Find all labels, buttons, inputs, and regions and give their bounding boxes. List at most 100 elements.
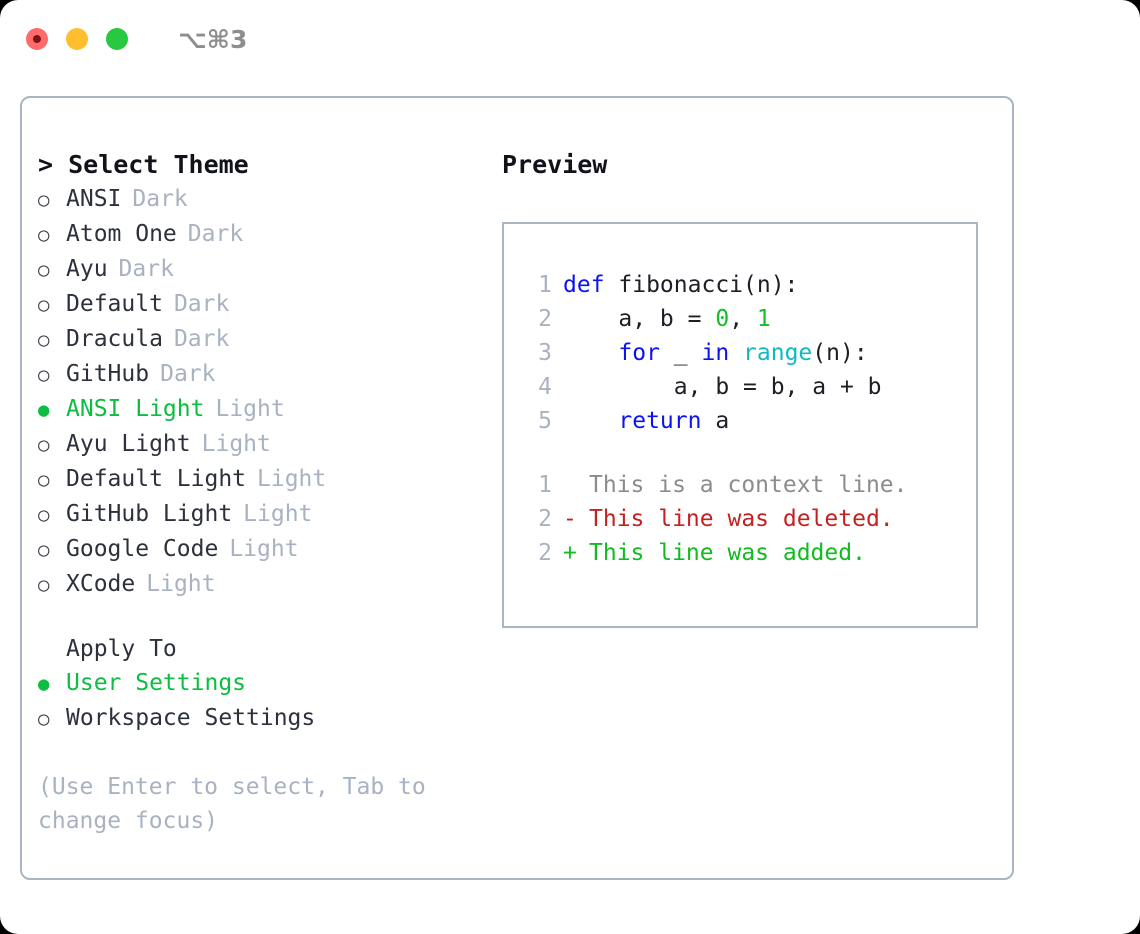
code-diff-separator bbox=[520, 438, 976, 468]
theme-option[interactable]: ○ Atom One Dark bbox=[38, 217, 487, 252]
theme-option-name: Ayu Light bbox=[66, 431, 191, 457]
theme-option-name: Dracula bbox=[66, 326, 163, 352]
code-token-pl bbox=[563, 340, 618, 366]
diff-line-text: This line was deleted. bbox=[589, 506, 894, 532]
radio-unselected-icon: ○ bbox=[38, 294, 50, 316]
theme-option-category: Light bbox=[229, 536, 299, 562]
diff-marker: - bbox=[563, 506, 577, 532]
radio-unselected-icon: ○ bbox=[38, 539, 50, 561]
theme-option-category: Light bbox=[215, 396, 285, 422]
theme-option-name: GitHub Light bbox=[66, 501, 233, 527]
radio-unselected-icon: ○ bbox=[38, 259, 50, 281]
radio-unselected-icon: ○ bbox=[38, 224, 50, 246]
select-theme-header: > Select Theme bbox=[38, 150, 249, 179]
code-token-kw: def bbox=[563, 272, 605, 298]
theme-option-name: GitHub bbox=[66, 361, 150, 387]
apply-to-option[interactable]: ● User Settings bbox=[38, 666, 487, 701]
code-line-number: 2 bbox=[538, 306, 552, 332]
title-bar: ⌥⌘3 bbox=[0, 0, 1140, 78]
code-line-text: a, b = 0, 1 bbox=[563, 302, 771, 336]
code-token-num: 1 bbox=[756, 306, 771, 332]
diff-line: 2+This line was added. bbox=[520, 536, 976, 570]
code-token-pl: _ bbox=[659, 340, 702, 366]
code-line-text: a, b = b, a + b bbox=[563, 370, 882, 404]
zoom-button[interactable] bbox=[106, 28, 128, 50]
theme-option-name: Ayu bbox=[66, 256, 108, 282]
radio-unselected-icon: ○ bbox=[38, 469, 50, 491]
diff-line: 1 This is a context line. bbox=[520, 468, 976, 502]
radio-unselected-icon: ○ bbox=[38, 504, 50, 526]
apply-to-list: ● User Settings ○ Workspace Settings bbox=[38, 666, 487, 736]
code-line: 3 for _ in range(n): bbox=[520, 336, 976, 370]
diff-line: 2-This line was deleted. bbox=[520, 502, 976, 536]
theme-option-category: Light bbox=[146, 571, 216, 597]
theme-option[interactable]: ○ GitHub Light Light bbox=[38, 497, 487, 532]
theme-option[interactable]: ○ GitHub Dark bbox=[38, 357, 487, 392]
radio-unselected-icon: ○ bbox=[38, 189, 50, 211]
code-token-kw: for bbox=[618, 340, 660, 366]
close-button[interactable] bbox=[26, 28, 48, 50]
code-token-kw: return bbox=[618, 408, 702, 434]
window-controls bbox=[26, 28, 128, 50]
diff-line-number: 1 bbox=[538, 472, 552, 498]
code-line-text: for _ in range(n): bbox=[563, 336, 867, 370]
code-line: 2 a, b = 0, 1 bbox=[520, 302, 976, 336]
theme-option-category: Dark bbox=[173, 291, 230, 317]
radio-unselected-icon: ○ bbox=[38, 574, 50, 596]
code-line-number: 1 bbox=[538, 272, 552, 298]
code-token-pl: a, b = b, a + b bbox=[563, 374, 882, 400]
code-token-pl bbox=[563, 408, 618, 434]
diff-line-number: 2 bbox=[538, 506, 552, 532]
keyboard-hint-text: (Use Enter to select, Tab to change focu… bbox=[38, 774, 426, 834]
code-token-num: 0 bbox=[715, 306, 730, 332]
theme-option-category: Light bbox=[201, 431, 271, 457]
code-line: 5 return a bbox=[520, 404, 976, 438]
code-line: 1 def fibonacci(n): bbox=[520, 268, 976, 302]
minimize-button[interactable] bbox=[66, 28, 88, 50]
apply-to-option[interactable]: ○ Workspace Settings bbox=[38, 701, 487, 736]
code-token-pl: fibonacci(n): bbox=[604, 272, 799, 298]
apply-to-option-name: Workspace Settings bbox=[66, 705, 316, 731]
code-line-number: 5 bbox=[538, 408, 552, 434]
code-token-pl: a bbox=[701, 408, 730, 434]
code-line-number: 4 bbox=[538, 374, 552, 400]
theme-option-name: XCode bbox=[66, 571, 136, 597]
radio-unselected-icon: ○ bbox=[38, 329, 50, 351]
theme-option[interactable]: ○ XCode Light bbox=[38, 567, 487, 602]
diff-line-number: 2 bbox=[538, 540, 552, 566]
preview-header: Preview bbox=[502, 150, 608, 179]
diff-marker: + bbox=[563, 540, 577, 566]
theme-option-category: Dark bbox=[187, 221, 244, 247]
radio-unselected-icon: ○ bbox=[38, 434, 50, 456]
theme-option-category: Light bbox=[243, 501, 313, 527]
theme-option-category: Dark bbox=[132, 186, 188, 212]
code-line-text: return a bbox=[563, 404, 729, 438]
theme-option-category: Light bbox=[257, 466, 327, 492]
code-token-pl: , bbox=[729, 306, 757, 332]
code-line-text: def fibonacci(n): bbox=[563, 268, 798, 302]
theme-option-name: Atom One bbox=[66, 221, 177, 247]
radio-unselected-icon: ○ bbox=[38, 364, 50, 386]
radio-selected-icon: ● bbox=[38, 673, 50, 695]
apply-to-option-name: User Settings bbox=[66, 670, 247, 696]
diff-line-text: This is a context line. bbox=[589, 472, 908, 498]
keyboard-shortcut-label: ⌥⌘3 bbox=[178, 24, 248, 54]
theme-option[interactable]: ○ ANSI Dark bbox=[38, 182, 487, 217]
theme-option-name: ANSI bbox=[66, 186, 122, 212]
code-line: 4 a, b = b, a + b bbox=[520, 370, 976, 404]
radio-unselected-icon: ○ bbox=[38, 708, 50, 730]
theme-option-category: Dark bbox=[160, 361, 216, 387]
diff-marker bbox=[563, 468, 589, 502]
theme-option[interactable]: ○ Ayu Light Light bbox=[38, 427, 487, 462]
code-line-number: 3 bbox=[538, 340, 552, 366]
